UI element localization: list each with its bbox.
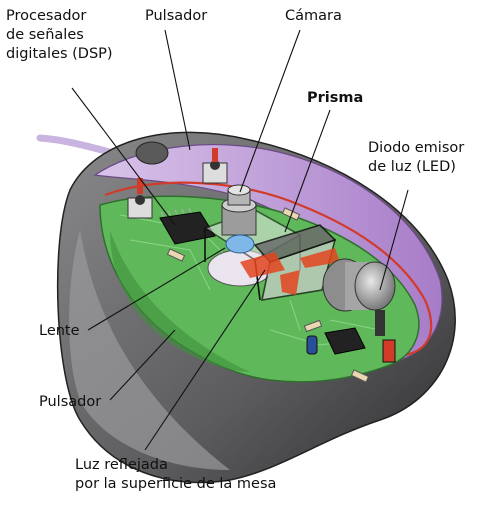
led [322,258,396,363]
label-luz-line-1: Luz reflejada [75,457,168,473]
label-prisma: Prisma [307,90,364,106]
label-led-line-2: de luz (LED) [368,159,456,175]
label-dsp-line-3: digitales (DSP) [6,46,113,62]
label-lente: Lente [39,323,80,339]
label-pulsador-bottom: Pulsador [39,394,102,410]
label-dsp-line-1: Procesador [6,8,87,24]
switch-left [127,178,153,219]
board-shade [110,230,250,372]
label-led: Diodo emisor de luz (LED) [368,139,464,177]
switch-right [202,148,228,184]
label-dsp-line-2: de señales [6,27,84,43]
camera [221,184,257,236]
label-pulsador-top: Pulsador [145,8,208,24]
label-led-line-1: Diodo emisor [368,140,465,156]
lens [225,234,255,254]
resistors [166,207,370,383]
shell-side [69,230,231,470]
scroll-wheel [135,141,169,165]
chip-2 [324,327,366,355]
label-camara: Cámara [285,8,342,24]
capacitor [306,335,318,355]
light-beam [240,248,340,295]
cutaway-edge [104,181,433,357]
label-luz-line-2: por la superficie de la mesa [75,476,277,492]
dsp-chip [159,207,216,245]
label-luz: Luz reflejada por la superficie de la me… [75,456,276,494]
label-dsp: Procesador de señales digitales (DSP) [6,7,113,64]
leader-lines [71,29,409,451]
